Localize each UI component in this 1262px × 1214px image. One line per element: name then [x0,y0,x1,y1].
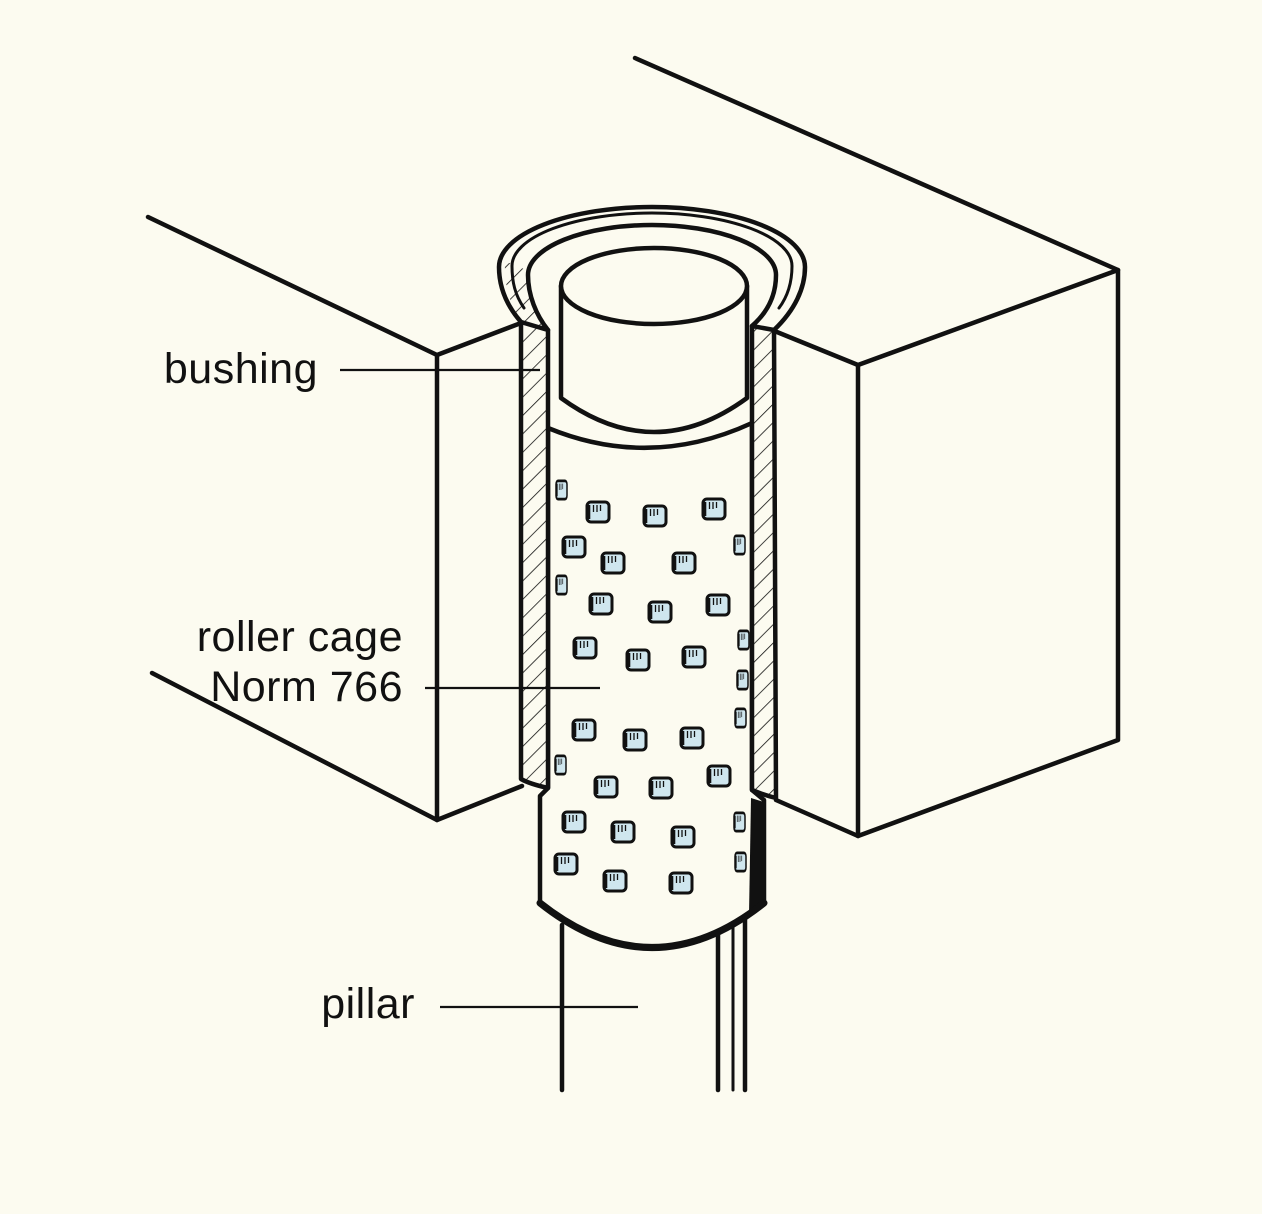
roller [561,535,587,559]
die-block [145,55,1121,839]
bushing-flange-inner-rim [510,211,794,310]
block-right-back-edge [632,55,1121,273]
roller-cage [536,420,768,951]
roller [736,669,749,691]
roller [705,593,731,617]
roller [681,645,707,669]
roller [679,726,705,750]
pillar-head-top-face [558,245,750,327]
roller [648,776,674,800]
bushing-walls [518,319,779,801]
roller [701,497,727,521]
block-right-outline [769,267,1121,839]
roller [585,500,611,524]
label-roller-cage-norm: Norm 766 [210,663,403,711]
bushing-bore-edge [525,222,779,333]
roller [671,551,697,575]
roller [572,636,598,660]
roller [571,718,597,742]
roller [706,764,732,788]
roller [593,775,619,799]
roller [625,648,651,672]
bushing-wall-right [749,323,779,801]
roller [602,869,628,893]
label-bushing: bushing [164,345,318,393]
bushing-flange-outer-rim [496,204,808,333]
roller [734,851,747,873]
roller [668,871,694,895]
roller [733,534,746,556]
pillar-head [558,245,750,435]
roller [554,754,567,776]
roller [670,825,696,849]
roller [737,629,750,651]
roller [647,600,673,624]
roller [734,707,747,729]
roller [555,479,568,501]
bushing-wall-left [518,319,551,791]
roller [553,852,579,876]
pillar-head-body [558,283,750,435]
roller [588,592,614,616]
roller [733,811,746,833]
roller [622,728,648,752]
roller [561,810,587,834]
roller-cage-shading [749,798,764,915]
block-left-bottom-edge [149,670,440,823]
roller [600,551,626,575]
bushing-flange [496,204,808,333]
callouts: bushing roller cage Norm 766 pillar [164,345,638,1028]
roller [610,820,636,844]
label-roller-cage: roller cage [197,613,403,661]
roller [555,574,568,596]
roller [642,504,668,528]
roller-cage-bottom-rim [536,899,768,951]
label-pillar: pillar [321,980,415,1028]
